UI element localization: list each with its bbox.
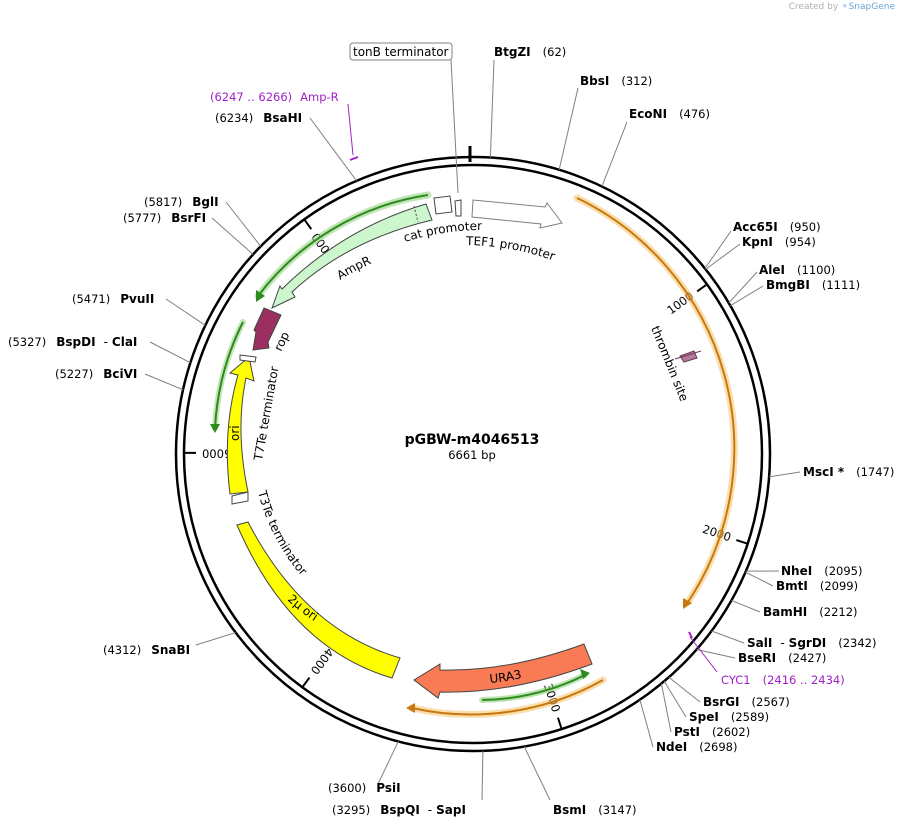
restriction-site-label[interactable]: BmtI(2099) <box>776 579 858 593</box>
restriction-site-label[interactable]: (5817)BglI <box>144 195 219 209</box>
restriction-site-label[interactable]: BbsI(312) <box>580 74 652 88</box>
restriction-site-label[interactable]: BsrGI(2567) <box>703 695 790 709</box>
restriction-site-label[interactable]: (3295)BspQI-SapI <box>332 803 466 817</box>
cat-promoter-arrow <box>433 195 453 215</box>
range-feature-labels: (6247 .. 6266)Amp-R CYC1(2416 .. 2434) <box>210 90 845 687</box>
tick-mark <box>696 284 707 293</box>
restriction-site-label[interactable]: Acc65I(950) <box>733 220 821 234</box>
ori-arrow <box>226 356 255 495</box>
tick-mark <box>557 717 563 729</box>
restriction-site-label[interactable]: BtgZI(62) <box>494 45 566 59</box>
orf-arcs <box>210 191 738 718</box>
tonb-terminator-mark <box>454 199 462 217</box>
feature-label-tef1-promoter: TEF1 promoter <box>465 234 557 263</box>
plasmid-size: 6661 bp <box>448 448 496 462</box>
amp-r-range-label: (6247 .. 6266)Amp-R <box>210 90 339 104</box>
site-leader-line <box>705 243 741 270</box>
ura3-arrow <box>413 643 593 699</box>
site-leader-line <box>225 201 262 247</box>
restriction-site-label[interactable]: EcoNI(476) <box>629 107 710 121</box>
site-leader-line <box>195 632 236 646</box>
site-leader-line <box>144 373 184 391</box>
restriction-site-label[interactable]: PstI(2602) <box>674 725 750 739</box>
site-labels: BtgZI(62) BbsI(312) EcoNI(476) Acc65I(950)K… <box>8 45 894 817</box>
feature-label-ura3: URA3 <box>489 667 523 686</box>
site-leader-line <box>489 59 495 158</box>
feature-label-rop: rop <box>271 330 292 354</box>
site-leader-line <box>211 217 254 255</box>
snapgene-credit: Created by ⚬SnapGene <box>788 2 895 12</box>
restriction-site-label[interactable]: MscI *(1747) <box>803 465 894 479</box>
restriction-site-label[interactable]: SpeI(2589) <box>689 710 769 724</box>
cyc1-range-label: CYC1(2416 .. 2434) <box>721 673 845 687</box>
site-leader-line <box>769 471 801 478</box>
feature-labels: TEF1 promoter thrombin site URA3 2μ ori … <box>228 42 691 686</box>
tef1-promoter-arrow <box>471 199 563 229</box>
restriction-site-label[interactable]: BamHI(2212) <box>763 605 858 619</box>
restriction-site-label[interactable]: NdeI(2698) <box>656 740 738 754</box>
site-leader-line <box>731 600 761 613</box>
site-leader-line <box>663 681 687 718</box>
ampr-arrow <box>271 203 433 309</box>
site-leader-line <box>639 699 654 748</box>
site-leader-line <box>668 676 701 703</box>
restriction-site-label[interactable]: (5777)BsrFI <box>123 211 206 225</box>
restriction-site-label[interactable]: (5327)BspDI-ClaI <box>8 335 137 349</box>
site-leader-line <box>149 341 191 364</box>
site-leader-line <box>745 571 774 587</box>
2mu-ori-arrow <box>236 521 401 679</box>
site-leader-line <box>523 746 551 801</box>
site-leader-line <box>730 285 764 307</box>
restriction-site-label[interactable]: (5471)PvuII <box>72 292 154 306</box>
backbone <box>174 146 772 753</box>
tonb-terminator-label-box <box>349 42 453 61</box>
tick-mark <box>735 539 748 545</box>
snapgene-logo-icon: ⚬ <box>841 2 849 12</box>
tick-label: 5000 <box>202 446 231 460</box>
t3te-terminator-arrow <box>231 491 249 505</box>
t7te-terminator-arrow <box>239 354 257 363</box>
restriction-site-label[interactable]: SalI-SgrDI(2342) <box>747 636 877 650</box>
site-leader-line <box>711 630 745 644</box>
site-leader-line <box>728 271 758 304</box>
site-leader-line <box>558 87 579 170</box>
restriction-site-label[interactable]: AleI(1100) <box>759 263 835 277</box>
rop-arrow <box>252 307 282 351</box>
restriction-site-label[interactable]: (4312)SnaBI <box>103 643 190 657</box>
restriction-site-label[interactable]: NheI(2095) <box>781 564 862 578</box>
site-leader-line <box>165 298 206 326</box>
features <box>226 156 702 699</box>
restriction-site-label[interactable]: BmgBI(1111) <box>766 278 860 292</box>
restriction-site-label[interactable]: (3600)PsiI <box>328 781 401 795</box>
site-leader-line <box>696 649 736 659</box>
restriction-site-label[interactable]: BseRI(2427) <box>738 651 826 665</box>
restriction-site-label[interactable]: (5227)BciVI <box>55 367 137 381</box>
feature-label-ampr: AmpR <box>334 253 373 282</box>
tick-mark <box>304 219 313 230</box>
amp-r-primer-mark <box>349 156 359 161</box>
plasmid-name: pGBW-m4046513 <box>405 432 540 448</box>
restriction-site-label[interactable]: (6234)BsaHI <box>215 111 302 125</box>
site-leader-line <box>601 121 628 187</box>
tick-mark <box>302 676 311 688</box>
site-leader-line <box>704 230 732 269</box>
site-leader-line <box>377 741 399 785</box>
site-leader-line <box>481 750 484 801</box>
cyc1-primer-mark <box>688 631 693 639</box>
site-leader-lines <box>144 59 801 801</box>
site-leader-line <box>309 117 357 182</box>
feature-label-ori: ori <box>228 425 242 441</box>
site-leader-line <box>660 683 672 733</box>
restriction-site-label[interactable]: KpnI(954) <box>742 235 816 249</box>
restriction-site-label[interactable]: BsmI(3147) <box>553 803 637 817</box>
feature-label-tonb-terminator: tonB terminator <box>353 45 449 59</box>
feature-label-t7te-terminator: T7Te terminator <box>251 365 282 462</box>
feature-label-thrombin-site: thrombin site <box>648 324 691 403</box>
